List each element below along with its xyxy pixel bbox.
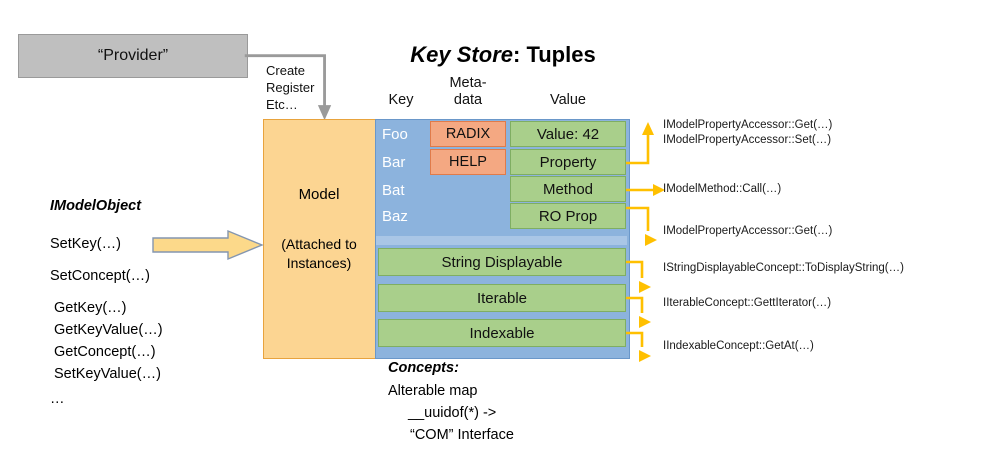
api-label-indexable: IIndexableConcept::GetAt(…) (663, 339, 814, 354)
key-cell-baz: Baz (382, 207, 408, 225)
key-cell-foo: Foo (382, 125, 408, 143)
concepts-line-uuidof: __uuidof(*) -> (408, 405, 497, 421)
value-connectors (626, 122, 665, 362)
model-box-sublabel: (Attached to Instances) (263, 235, 375, 273)
api-label-getiterator: IIterableConcept::GettIterator(…) (663, 297, 832, 309)
keystore-separator-band (376, 236, 627, 245)
concepts-line-com-interface: “COM” Interface (410, 427, 514, 443)
api-label-ro-prop-get: IModelPropertyAccessor::Get(…) (663, 225, 833, 237)
imodelobject-method-getkeyvalue: GetKeyValue(…) (54, 322, 163, 338)
provider-connector-caption: Create Register Etc… (266, 62, 346, 113)
caption-line-etc: Etc… (266, 97, 298, 112)
imodelobject-method-setconcept: SetConcept(…) (50, 268, 150, 284)
api-label-ro-prop: IModelPropertyAccessor::Get(…) (663, 224, 832, 239)
caption-line-create: Create (266, 63, 306, 78)
concept-row-indexable: Indexable (378, 319, 626, 347)
value-cell-method: Method (510, 176, 626, 202)
imodelobject-title: IModelObject (50, 198, 142, 214)
provider-label: “Provider” (97, 47, 169, 64)
provider-connector-arrow (244, 54, 332, 121)
imodelobject-to-model-arrow (152, 229, 264, 261)
column-header-metadata-line1: Meta- (449, 75, 487, 91)
api-label-property: IModelPropertyAccessor::Get(…) IModelPro… (663, 118, 832, 148)
diagram-title-emphasis: Key Store (410, 42, 513, 67)
key-cell-bar: Bar (382, 153, 406, 171)
api-label-getat: IIndexableConcept::GetAt(…) (663, 340, 814, 352)
model-box-label: Model (298, 186, 340, 203)
api-label-method: IModelMethod::Call(…) (663, 182, 781, 197)
model-box (263, 119, 377, 359)
model-sublabel-line2: Instances) (286, 255, 352, 271)
column-header-metadata-line2: data (453, 92, 483, 108)
metadata-cell-radix: RADIX (430, 121, 506, 147)
key-cell-bat: Bat (382, 181, 405, 199)
column-header-key: Key (388, 92, 414, 108)
imodelobject-method-setkey: SetKey(…) (50, 236, 121, 252)
metadata-cell-help: HELP (430, 149, 506, 175)
concepts-title: Concepts: (388, 360, 459, 376)
api-label-property-set: IModelPropertyAccessor::Set(…) (663, 134, 832, 146)
value-cell-property: Property (510, 149, 626, 175)
diagram-title: Key Store: Tuples (380, 42, 626, 68)
api-label-property-get: IModelPropertyAccessor::Get(…) (663, 119, 833, 131)
provider-box: “Provider” (18, 34, 248, 78)
api-label-string-displayable: IStringDisplayableConcept::ToDisplayStri… (663, 261, 904, 276)
concepts-line-alterable-map: Alterable map (388, 383, 478, 399)
caption-line-register: Register (266, 80, 315, 95)
api-label-todisplaystring: IStringDisplayableConcept::ToDisplayStri… (663, 262, 904, 274)
value-cell-ro-prop: RO Prop (510, 203, 626, 229)
imodelobject-method-setkeyvalue: SetKeyValue(…) (54, 366, 161, 382)
imodelobject-method-getkey: GetKey(…) (54, 300, 127, 316)
imodelobject-method-ellipsis: … (50, 391, 65, 407)
api-label-iterable: IIterableConcept::GettIterator(…) (663, 296, 831, 311)
concept-row-iterable: Iterable (378, 284, 626, 312)
column-header-metadata: Meta- data (432, 75, 504, 109)
concept-row-string-displayable: String Displayable (378, 248, 626, 276)
value-cell-value42: Value: 42 (510, 121, 626, 147)
api-label-method-call: IModelMethod::Call(…) (663, 183, 782, 195)
model-sublabel-line1: (Attached to (281, 236, 357, 252)
diagram-title-rest: : Tuples (513, 42, 596, 67)
imodelobject-method-getconcept: GetConcept(…) (54, 344, 156, 360)
column-header-value: Value (549, 92, 586, 108)
